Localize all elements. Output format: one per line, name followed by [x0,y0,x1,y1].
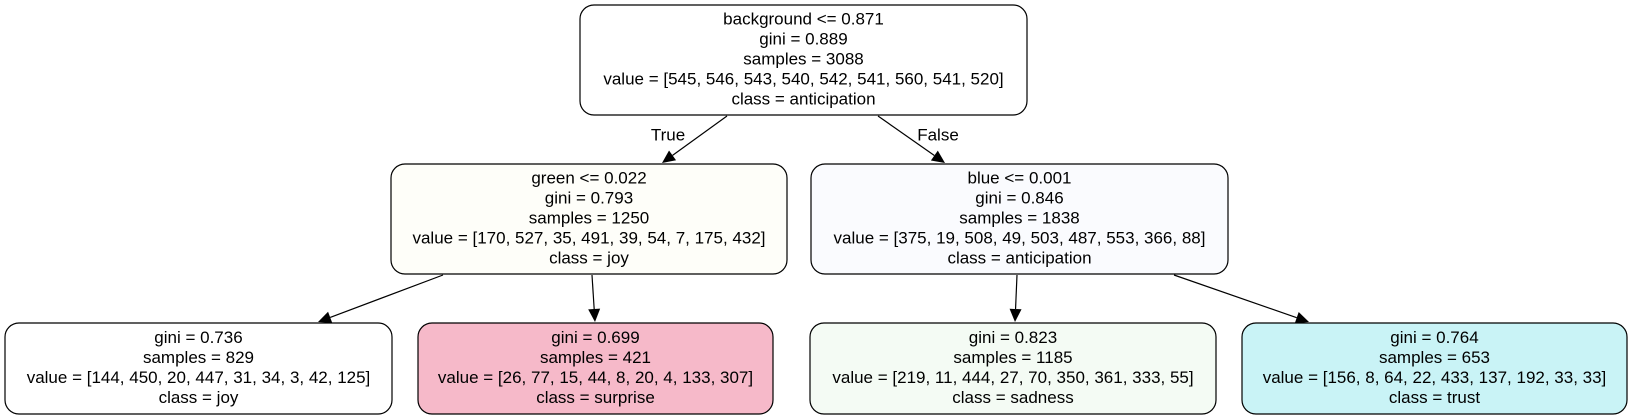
node-box [1241,322,1628,415]
node-line: value = [156, 8, 64, 22, 433, 137, 192, … [1263,368,1607,387]
node-line: gini = 0.846 [975,188,1063,207]
edge-right-to-leaf3 [1009,274,1022,322]
edge-arrowhead [1009,308,1022,322]
node-line: gini = 0.889 [759,29,847,48]
node-box [390,163,788,275]
edge-right-to-leaf4 [1173,274,1309,324]
node-box [417,322,774,415]
edge-arrowhead [1294,312,1309,324]
edge-arrowhead [318,311,333,324]
node-line: gini = 0.736 [154,328,242,347]
node-line: gini = 0.699 [551,328,639,347]
edge-left-to-leaf2 [588,274,601,322]
node-line: gini = 0.764 [1390,328,1478,347]
node-line: green <= 0.022 [531,168,646,187]
node-box [4,322,393,415]
node-line: gini = 0.823 [969,328,1057,347]
edge-left-to-leaf1 [318,274,444,324]
node-line: class = anticipation [947,248,1091,267]
edge-line [1173,274,1297,319]
node-box [810,163,1229,275]
edge-line [672,115,728,156]
node-line: value = [219, 11, 444, 27, 70, 350, 361,… [832,368,1193,387]
edge-arrowhead [930,150,945,163]
node-line: class = surprise [536,388,655,407]
node-line: samples = 1838 [959,208,1080,227]
edge-root-to-right: False [877,115,959,163]
node-line: samples = 1250 [529,208,650,227]
edge-arrowhead [662,150,677,163]
node-line: value = [375, 19, 508, 49, 503, 487, 553… [834,228,1206,247]
node-line: class = trust [1389,388,1480,407]
node-line: samples = 421 [540,348,651,367]
node-box [809,322,1217,415]
node-line: blue <= 0.001 [968,168,1072,187]
node-line: class = joy [159,388,239,407]
edge-label-false: False [917,125,959,144]
node-line: value = [26, 77, 15, 44, 8, 20, 4, 133, … [438,368,753,387]
edge-root-to-left: True [651,115,728,163]
edge-line [591,274,595,310]
node-line: value = [170, 527, 35, 491, 39, 54, 7, 1… [412,228,765,247]
node-box [579,4,1028,116]
node-line: samples = 3088 [743,49,864,68]
node-line: class = joy [549,248,629,267]
edge-label-true: True [651,125,685,144]
node-line: value = [144, 450, 20, 447, 31, 34, 3, 4… [27,368,371,387]
edge-line [329,274,444,318]
node-line: class = sadness [952,388,1073,407]
edge-arrowhead [588,308,601,322]
node-line: samples = 653 [1379,348,1490,367]
node-line: samples = 1185 [953,348,1072,367]
edge-line [1014,274,1018,310]
edges-layer: True False [318,115,1309,324]
node-line: value = [545, 546, 543, 540, 542, 541, 5… [603,69,1003,88]
node-line: samples = 829 [143,348,254,367]
edge-line [877,115,935,157]
node-line: gini = 0.793 [545,188,633,207]
node-line: class = anticipation [731,89,875,108]
node-line: background <= 0.871 [723,9,884,28]
